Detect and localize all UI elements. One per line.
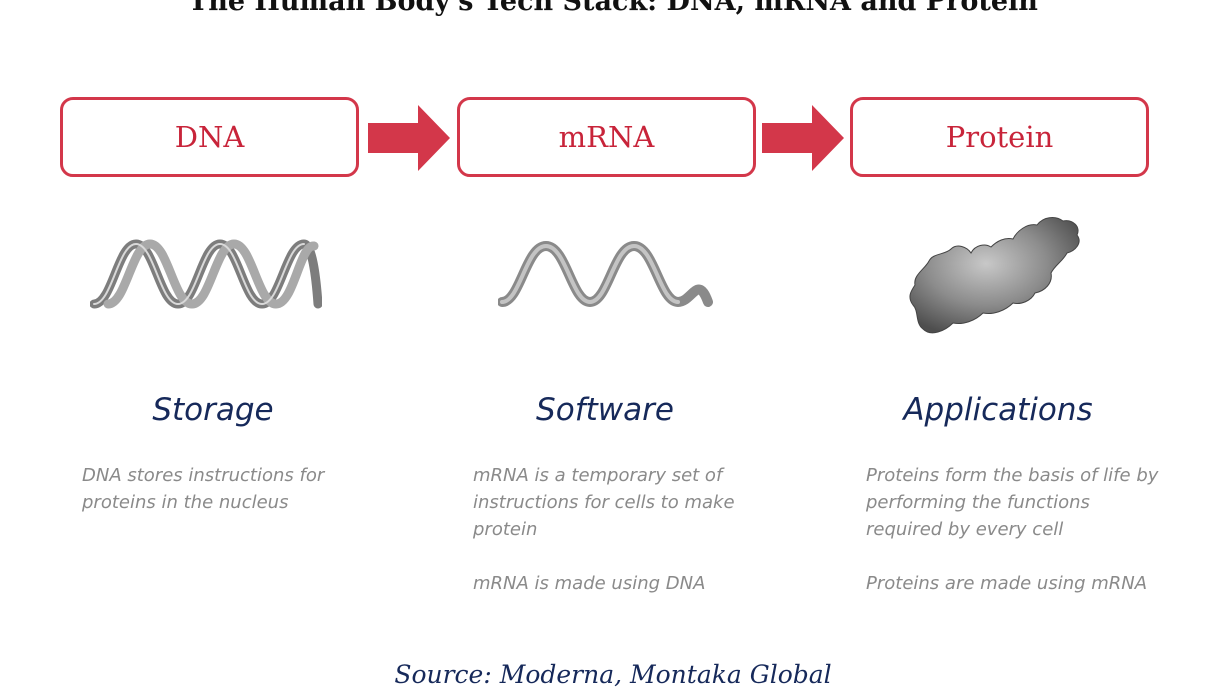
right-arrow-icon <box>762 105 844 171</box>
right-arrow-icon <box>368 105 450 171</box>
description-paragraph: mRNA is made using DNA <box>473 573 706 594</box>
page-title: The Human Body's Tech Stack: DNA, mRNA a… <box>188 0 1038 17</box>
mrna-single-strand-icon <box>498 240 713 308</box>
heading-applications: Applications <box>903 392 1093 428</box>
description-protein: Proteins form the basis of life by perfo… <box>866 462 1166 624</box>
description-paragraph: Proteins are made using mRNA <box>866 573 1148 594</box>
description-paragraph: DNA stores instructions for proteins in … <box>82 465 325 513</box>
description-paragraph: Proteins form the basis of life by perfo… <box>866 465 1159 540</box>
stage-box-mrna: mRNA <box>457 97 756 177</box>
heading-storage: Storage <box>152 392 274 428</box>
stage-box-dna: DNA <box>60 97 359 177</box>
stage-box-protein: Protein <box>850 97 1149 177</box>
description-mrna: mRNA is a temporary set of instructions … <box>473 462 773 624</box>
protein-blob-icon <box>909 217 1080 334</box>
description-paragraph: mRNA is a temporary set of instructions … <box>473 465 735 540</box>
heading-software: Software <box>536 392 674 428</box>
description-dna: DNA stores instructions for proteins in … <box>82 462 382 543</box>
dna-double-helix-icon <box>90 239 322 309</box>
source-caption: Source: Moderna, Montaka Global <box>394 660 832 689</box>
